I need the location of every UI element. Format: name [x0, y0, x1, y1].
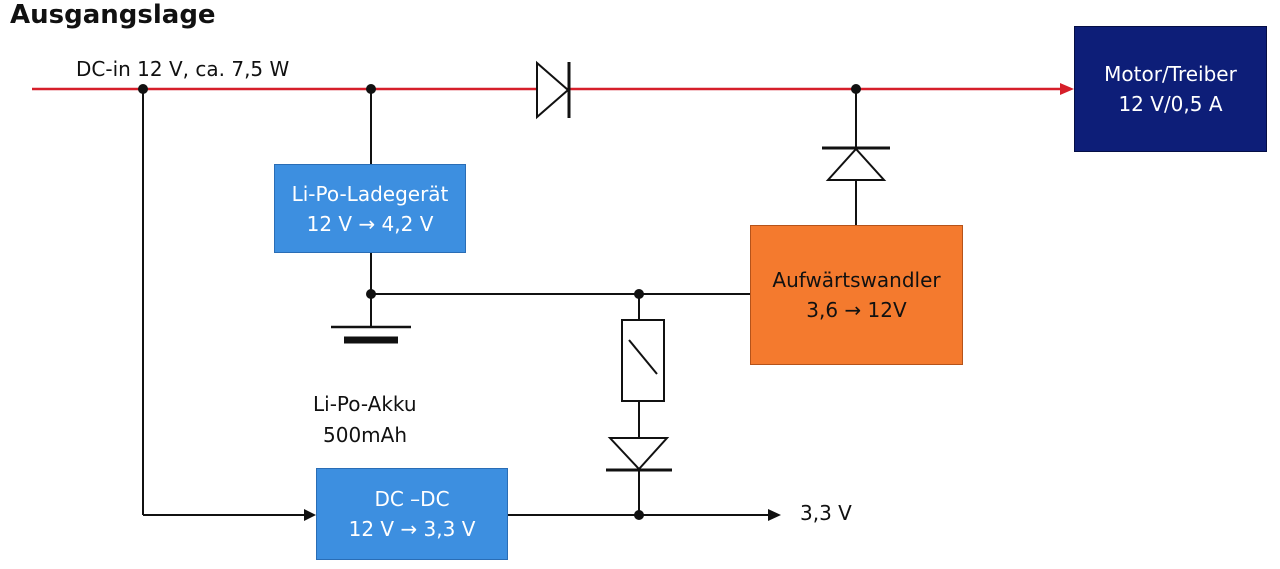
motor-block-spec: 12 V/0,5 A	[1118, 92, 1223, 116]
motor-driver-block: Motor/Treiber 12 V/0,5 A	[1074, 26, 1267, 152]
junction-dot	[634, 510, 644, 520]
output-33-label: 3,3 V	[800, 501, 852, 525]
dcdc-block: DC –DC 12 V → 3,3 V	[316, 468, 508, 560]
junction-dot	[366, 84, 376, 94]
dc-in-label: DC-in 12 V, ca. 7,5 W	[76, 57, 290, 81]
boost-block-title: Aufwärtswandler	[772, 268, 941, 292]
battery-symbol	[331, 325, 411, 344]
dcdc-block-spec: 12 V → 3,3 V	[348, 517, 476, 541]
switch-diode-symbol	[606, 437, 672, 472]
boost-diode-symbol	[822, 146, 890, 181]
main-power-arrowhead	[1060, 83, 1074, 95]
dcdc-input-arrowhead	[304, 509, 316, 521]
series-diode-symbol	[536, 60, 571, 120]
motor-block-title: Motor/Treiber	[1104, 62, 1237, 86]
diagram-title: Ausgangslage	[10, 0, 216, 30]
battery-capacity-label: 500mAh	[323, 423, 408, 447]
charger-block-spec: 12 V → 4,2 V	[306, 211, 434, 236]
boost-block-spec: 3,6 → 12V	[806, 298, 907, 322]
junction-dot	[851, 84, 861, 94]
switch-symbol	[621, 319, 665, 402]
charger-block: Li-Po-Ladegerät 12 V → 4,2 V	[274, 164, 466, 253]
boost-converter-block: Aufwärtswandler 3,6 → 12V	[750, 225, 963, 365]
output-33-arrowhead	[768, 509, 781, 521]
junction-dot	[366, 289, 376, 299]
junction-dot	[138, 84, 148, 94]
battery-name-label: Li-Po-Akku	[313, 392, 417, 416]
dcdc-block-title: DC –DC	[374, 487, 450, 511]
charger-block-title: Li-Po-Ladegerät	[291, 181, 449, 206]
junction-dot	[634, 289, 644, 299]
